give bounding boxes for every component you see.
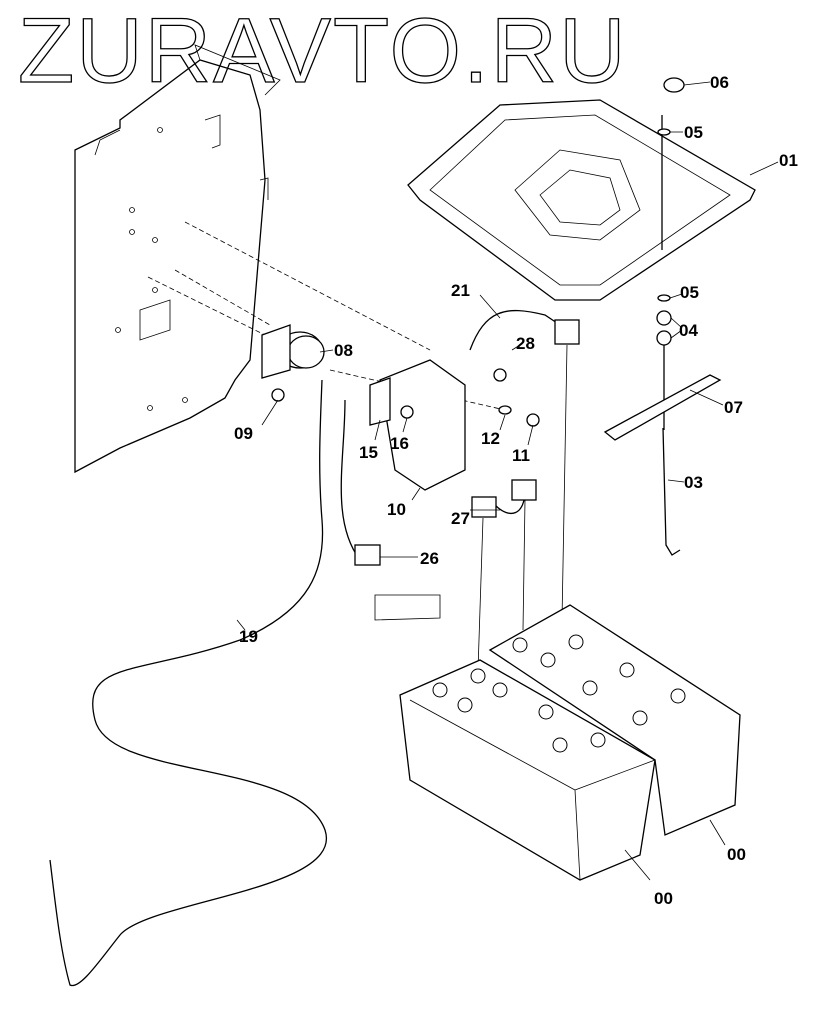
label-26: 26 [420,549,439,568]
label-27: 27 [451,509,470,528]
label-19: 19 [239,627,258,646]
label-05-lower: 05 [680,283,699,302]
label-leaders [236,81,779,881]
assembly-leader-lines [147,221,506,621]
watermark: ZURAVTO.RU [18,0,628,102]
mounting-plate [74,44,281,474]
label-07: 07 [724,398,743,417]
label-09: 09 [234,424,253,443]
label-15: 15 [359,443,378,462]
label-06: 06 [710,73,729,92]
label-04: 04 [679,321,698,340]
battery-tray [407,99,756,301]
label-05-upper: 05 [684,123,703,142]
label-00-front: 00 [654,889,673,908]
label-12: 12 [481,429,500,448]
label-21: 21 [451,281,470,300]
label-16: 16 [390,434,409,453]
part-labels: 06 05 01 05 04 07 03 21 28 08 09 15 16 1… [234,73,798,908]
label-11: 11 [512,446,530,465]
battery-relay [261,324,540,491]
batteries [399,604,741,881]
label-01: 01 [779,151,798,170]
label-00-right: 00 [727,845,746,864]
label-08: 08 [334,341,353,360]
cables [49,309,580,987]
label-10: 10 [387,500,406,519]
label-03: 03 [684,473,703,492]
label-28: 28 [516,334,535,353]
